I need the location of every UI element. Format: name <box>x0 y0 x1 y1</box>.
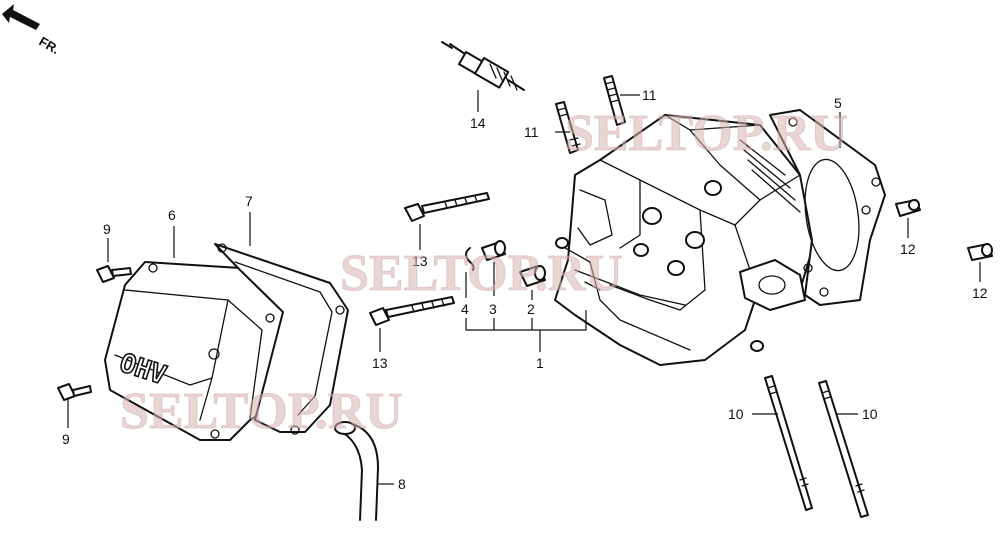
dowel-pin-b <box>967 243 993 261</box>
head-cover: OHV <box>104 261 286 441</box>
snap-ring <box>465 247 475 271</box>
cover-bolt-upper <box>96 265 132 283</box>
callout-12-a: 12 <box>900 241 916 257</box>
valve-guide-clip <box>481 240 506 261</box>
push-rod-right <box>818 380 869 518</box>
callout-5: 5 <box>834 95 842 111</box>
callout-11-upper: 11 <box>642 87 657 103</box>
valve-guide <box>519 265 546 287</box>
callout-9-lower: 9 <box>62 431 70 447</box>
watermark-middle: SELTOP.RU <box>340 245 623 302</box>
stud-bolt-lower <box>555 101 581 154</box>
callout-2: 2 <box>527 301 535 317</box>
callout-10-right: 10 <box>862 406 878 422</box>
watermark-top: SELTOP.RU <box>565 105 848 162</box>
stud-bolt-upper <box>603 75 626 126</box>
front-arrow-icon <box>2 4 40 30</box>
leader-lines <box>67 90 981 485</box>
front-direction-indicator: FR. <box>2 4 62 57</box>
callout-3: 3 <box>489 301 497 317</box>
callout-13-lower: 13 <box>372 355 388 371</box>
breather-tube <box>334 421 379 521</box>
watermark-bottom: SELTOP.RU <box>120 383 403 440</box>
callout-9-upper: 9 <box>103 221 111 237</box>
callout-13-upper: 13 <box>412 253 428 269</box>
dowel-pin-a <box>895 199 921 217</box>
callouts: 14 11 11 5 12 12 13 13 4 3 2 1 6 7 9 9 8… <box>62 87 988 492</box>
callout-1: 1 <box>536 355 544 371</box>
callout-8: 8 <box>398 476 406 492</box>
callout-11-lower: 11 <box>524 124 539 140</box>
callout-12-b: 12 <box>972 285 988 301</box>
push-rod-left <box>764 375 813 511</box>
head-bolt-lower <box>369 296 455 326</box>
callout-4: 4 <box>461 301 469 317</box>
front-direction-label: FR. <box>37 34 63 57</box>
spark-plug <box>441 41 525 91</box>
watermarks: SELTOP.RU SELTOP.RU SELTOP.RU <box>120 105 849 441</box>
cover-bolt-lower <box>57 383 92 401</box>
cylinder-head-assembly <box>554 114 816 366</box>
head-gasket <box>769 109 886 306</box>
callout-14: 14 <box>470 115 486 131</box>
callout-7: 7 <box>245 193 253 209</box>
head-bolt-upper <box>404 192 490 222</box>
callout-6: 6 <box>168 207 176 223</box>
callout-10-left: 10 <box>728 406 744 422</box>
head-cover-gasket <box>214 243 349 435</box>
